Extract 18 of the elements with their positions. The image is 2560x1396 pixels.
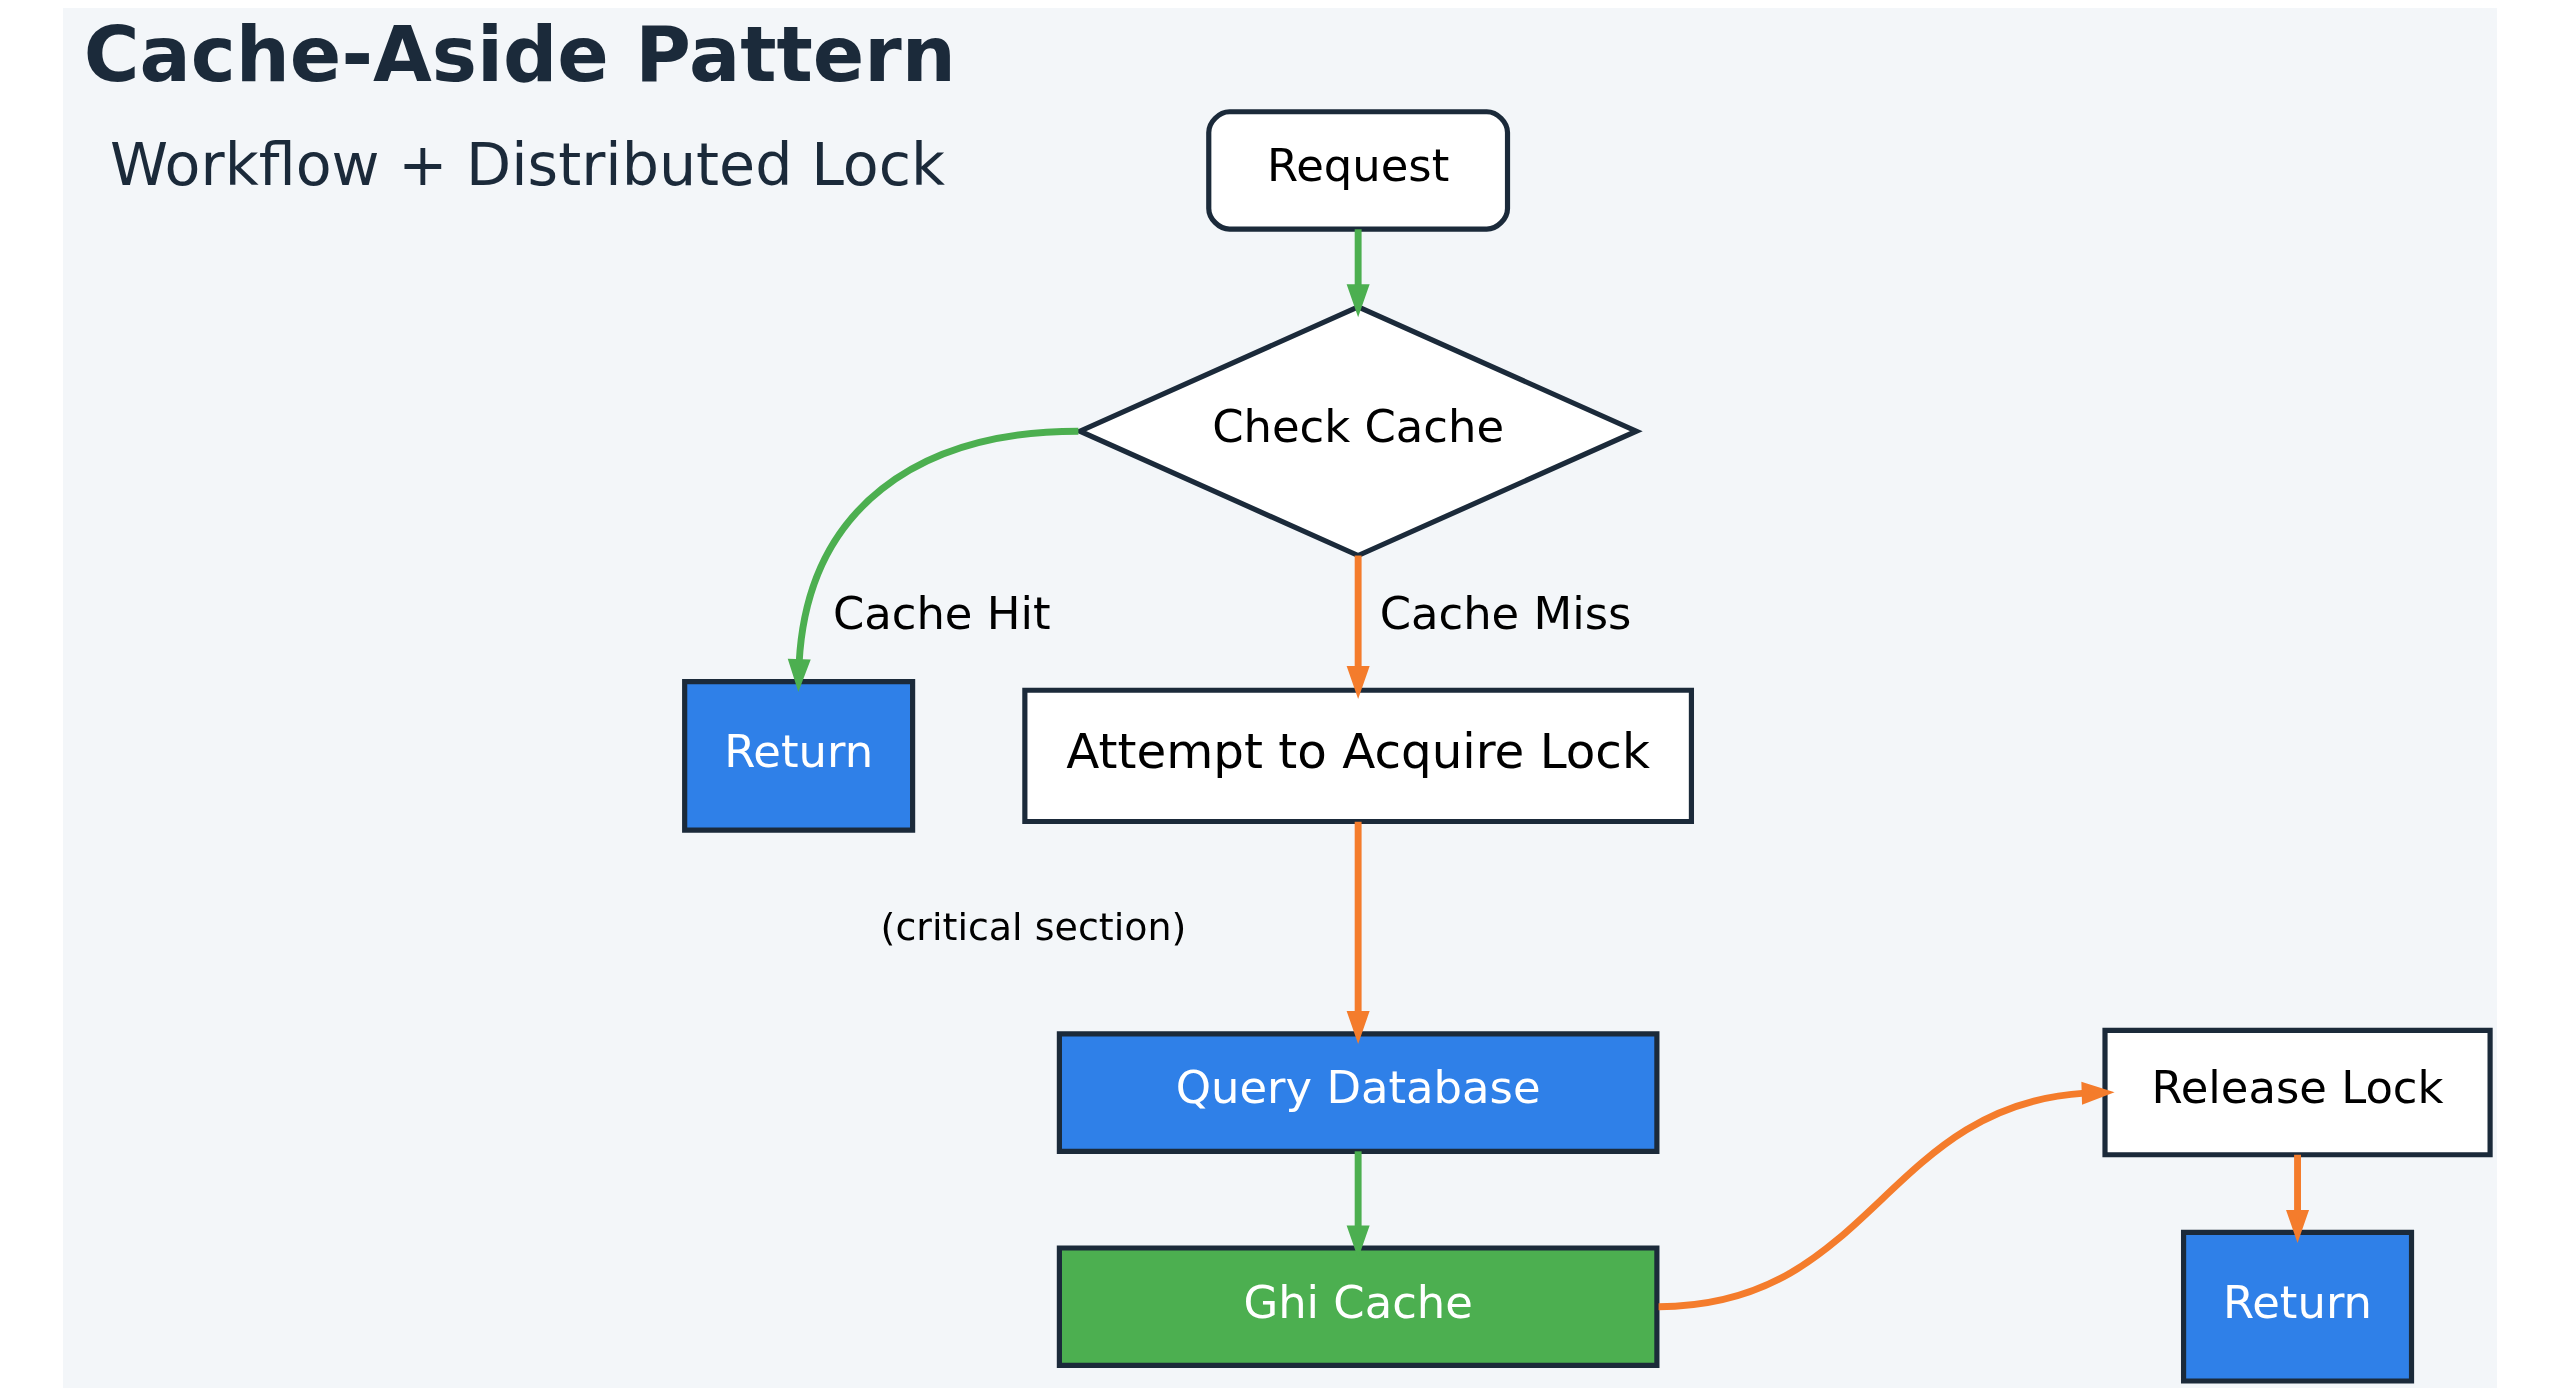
node-box: Release Lock bbox=[2102, 1027, 2493, 1158]
edge-label: Cache Hit bbox=[832, 587, 1051, 641]
arrow bbox=[1346, 229, 1370, 318]
node-label: (critical section) bbox=[880, 904, 1187, 949]
node-box: Request bbox=[1206, 109, 1511, 232]
node-box: Ghi Cache bbox=[1056, 1245, 1660, 1368]
arrow bbox=[787, 427, 1079, 693]
arrow bbox=[1346, 555, 1370, 699]
node-box: Attempt to Acquire Lock bbox=[1022, 687, 1694, 825]
arrow bbox=[1658, 1081, 2115, 1311]
arrow bbox=[2286, 1154, 2310, 1243]
edge-label: Cache Miss bbox=[1379, 587, 1632, 641]
node-box: Return bbox=[682, 679, 916, 833]
diagram-title: Cache-Aside Pattern bbox=[83, 10, 956, 99]
node-box: Return bbox=[2181, 1229, 2415, 1384]
arrow bbox=[1346, 821, 1370, 1044]
node-box: Query Database bbox=[1056, 1031, 1660, 1154]
label: Workflow + Distributed Lock bbox=[110, 131, 946, 200]
